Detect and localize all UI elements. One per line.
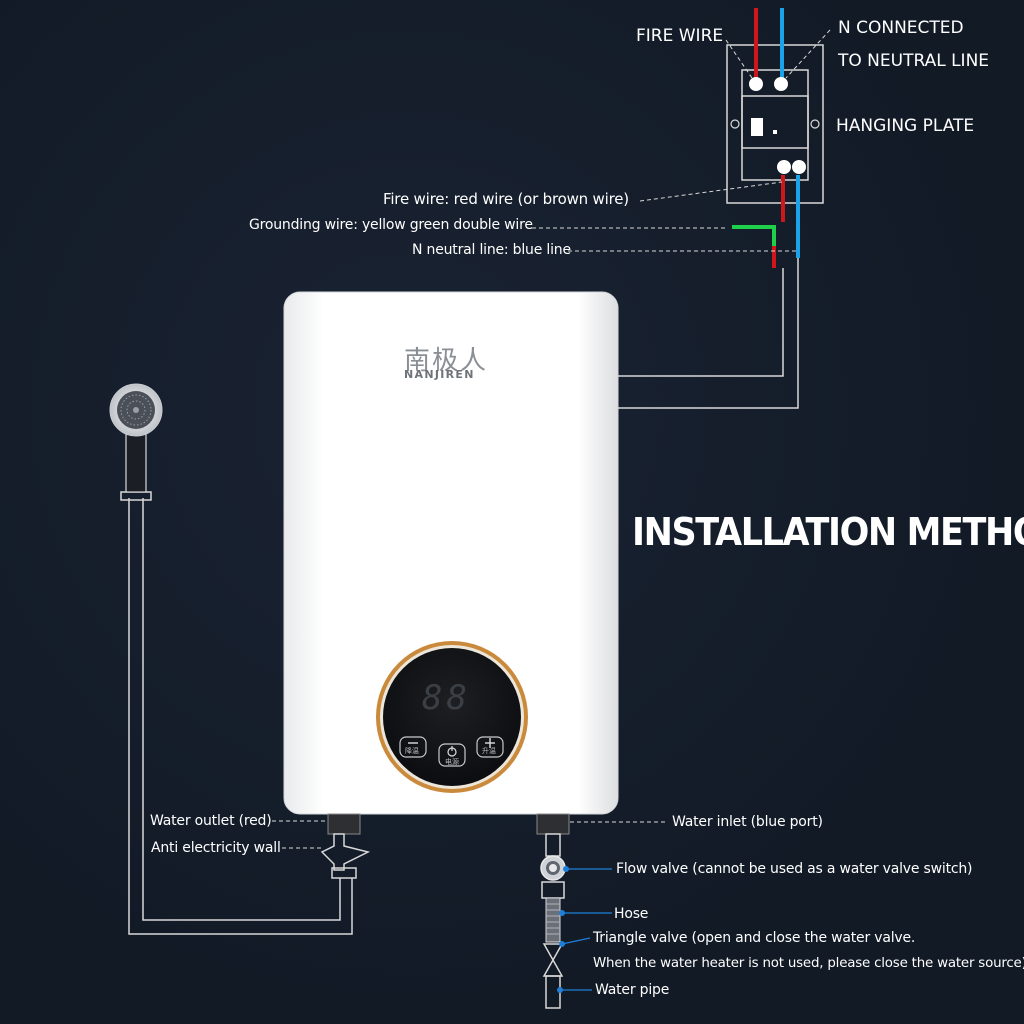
terminal-bottom-left [777, 160, 791, 174]
shower-head [109, 383, 163, 501]
outlet-assembly [128, 498, 371, 935]
brand-chinese: 南极人 [404, 346, 489, 376]
ground-wire [732, 225, 776, 246]
label-flow-valve: Flow valve (cannot be used as a water va… [616, 861, 973, 877]
label-to-neutral-line: TO NEUTRAL LINE [838, 51, 990, 71]
minus-button-label: 降温 [405, 747, 419, 755]
label-triangle-valve-line2: When the water heater is not used, pleas… [593, 956, 1024, 971]
terminal-bottom-right [792, 160, 806, 174]
label-water-pipe: Water pipe [595, 982, 670, 998]
label-n-connected: N CONNECTED [838, 18, 964, 38]
hanging-plate [726, 44, 824, 204]
plus-button-label: 升温 [482, 747, 496, 755]
label-neutral-line: N neutral line: blue line [412, 242, 571, 258]
label-fire-wire: Fire wire: red wire (or brown wire) [383, 190, 629, 208]
terminal-top-left [749, 77, 763, 91]
temperature-display: 88 [422, 678, 471, 718]
label-triangle-valve-line1: Triangle valve (open and close the water… [593, 930, 916, 946]
power-button-label: 电源 [445, 758, 459, 766]
page-title: INSTALLATION METHOD [632, 510, 1024, 554]
water-heater [283, 291, 619, 815]
label-fire-wire-top: FIRE WIRE [636, 26, 724, 46]
label-hose: Hose [614, 906, 649, 922]
label-water-inlet: Water inlet (blue port) [672, 814, 823, 830]
outlet-fitting [327, 813, 361, 835]
label-anti-electricity-wall: Anti electricity wall [151, 840, 281, 856]
label-hanging-plate: HANGING PLATE [836, 116, 975, 136]
inlet-assembly [540, 833, 566, 1009]
inlet-fitting [536, 813, 570, 835]
terminal-top-right [774, 77, 788, 91]
label-grounding-wire: Grounding wire: yellow green double wire [249, 217, 533, 233]
brand-latin: NANJIREN [404, 368, 475, 381]
label-water-outlet: Water outlet (red) [150, 813, 272, 829]
